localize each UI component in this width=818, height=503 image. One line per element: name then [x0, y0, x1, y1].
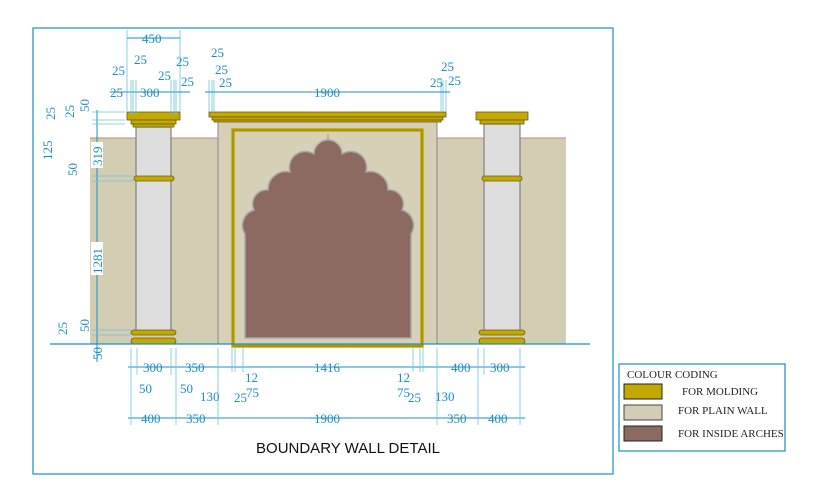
legend-title: COLOUR CODING: [627, 369, 718, 381]
legend-swatch-molding: [623, 383, 663, 400]
svg-text:450: 450: [142, 31, 162, 46]
svg-text:300: 300: [140, 85, 160, 100]
svg-text:25: 25: [408, 390, 421, 405]
svg-text:350: 350: [185, 360, 205, 375]
svg-text:25: 25: [211, 45, 224, 60]
drawing-frame: [32, 27, 614, 475]
svg-text:350: 350: [447, 411, 467, 426]
svg-text:25: 25: [219, 75, 232, 90]
legend-label-molding: FOR MOLDING: [682, 386, 758, 398]
svg-text:12: 12: [397, 370, 410, 385]
top-dimensions: 450 25 25 25 25 25 300 25 25 25 1900 25 …: [110, 31, 461, 100]
svg-text:300: 300: [143, 360, 163, 375]
svg-text:25: 25: [62, 105, 77, 118]
legend-swatch-arches: [623, 425, 663, 442]
svg-text:350: 350: [186, 411, 206, 426]
svg-text:50: 50: [180, 381, 193, 396]
svg-text:50: 50: [139, 381, 152, 396]
svg-text:130: 130: [435, 389, 455, 404]
svg-text:50: 50: [77, 319, 92, 332]
bottom-dimensions: 300 350 1416 400 300 50 50 130 25 12 75 …: [139, 360, 510, 426]
svg-text:50: 50: [77, 99, 92, 112]
svg-text:25: 25: [176, 54, 189, 69]
svg-text:400: 400: [488, 411, 508, 426]
svg-text:75: 75: [397, 385, 410, 400]
svg-text:25: 25: [234, 390, 247, 405]
svg-text:25: 25: [110, 85, 123, 100]
svg-text:50: 50: [65, 163, 80, 176]
svg-text:125: 125: [40, 141, 55, 161]
left-dimensions: 25 25 50 125 319 50 1281 25 50 50: [40, 99, 105, 360]
dimension-lines: [92, 30, 525, 425]
svg-text:25: 25: [158, 68, 171, 83]
left-pillar: [126, 111, 181, 345]
svg-text:319: 319: [90, 147, 105, 167]
svg-text:75: 75: [246, 385, 259, 400]
svg-text:400: 400: [141, 411, 161, 426]
svg-text:25: 25: [55, 322, 70, 335]
svg-text:1416: 1416: [314, 360, 341, 375]
svg-text:25: 25: [430, 75, 443, 90]
svg-text:1900: 1900: [314, 85, 340, 100]
inside-arch: [241, 139, 415, 339]
colour-legend: COLOUR CODING FOR MOLDING FOR PLAIN WALL…: [618, 363, 786, 452]
svg-text:1281: 1281: [90, 248, 105, 274]
right-pillar: [475, 111, 529, 345]
svg-text:12: 12: [245, 370, 258, 385]
svg-text:25: 25: [134, 52, 147, 67]
svg-text:25: 25: [448, 73, 461, 88]
central-gate: [208, 111, 447, 348]
svg-text:130: 130: [200, 389, 220, 404]
svg-text:1900: 1900: [314, 411, 340, 426]
legend-swatch-plain-wall: [623, 404, 663, 421]
svg-text:300: 300: [490, 360, 510, 375]
svg-text:25: 25: [441, 59, 454, 74]
legend-label-plain-wall: FOR PLAIN WALL: [678, 405, 768, 417]
svg-text:25: 25: [43, 107, 58, 120]
legend-label-arches: FOR INSIDE ARCHES: [678, 428, 784, 440]
svg-text:25: 25: [181, 74, 194, 89]
svg-text:50: 50: [90, 347, 105, 360]
svg-text:400: 400: [451, 360, 471, 375]
svg-text:25: 25: [215, 62, 228, 77]
drawing-title: BOUNDARY WALL DETAIL: [256, 440, 440, 457]
svg-text:25: 25: [112, 63, 125, 78]
